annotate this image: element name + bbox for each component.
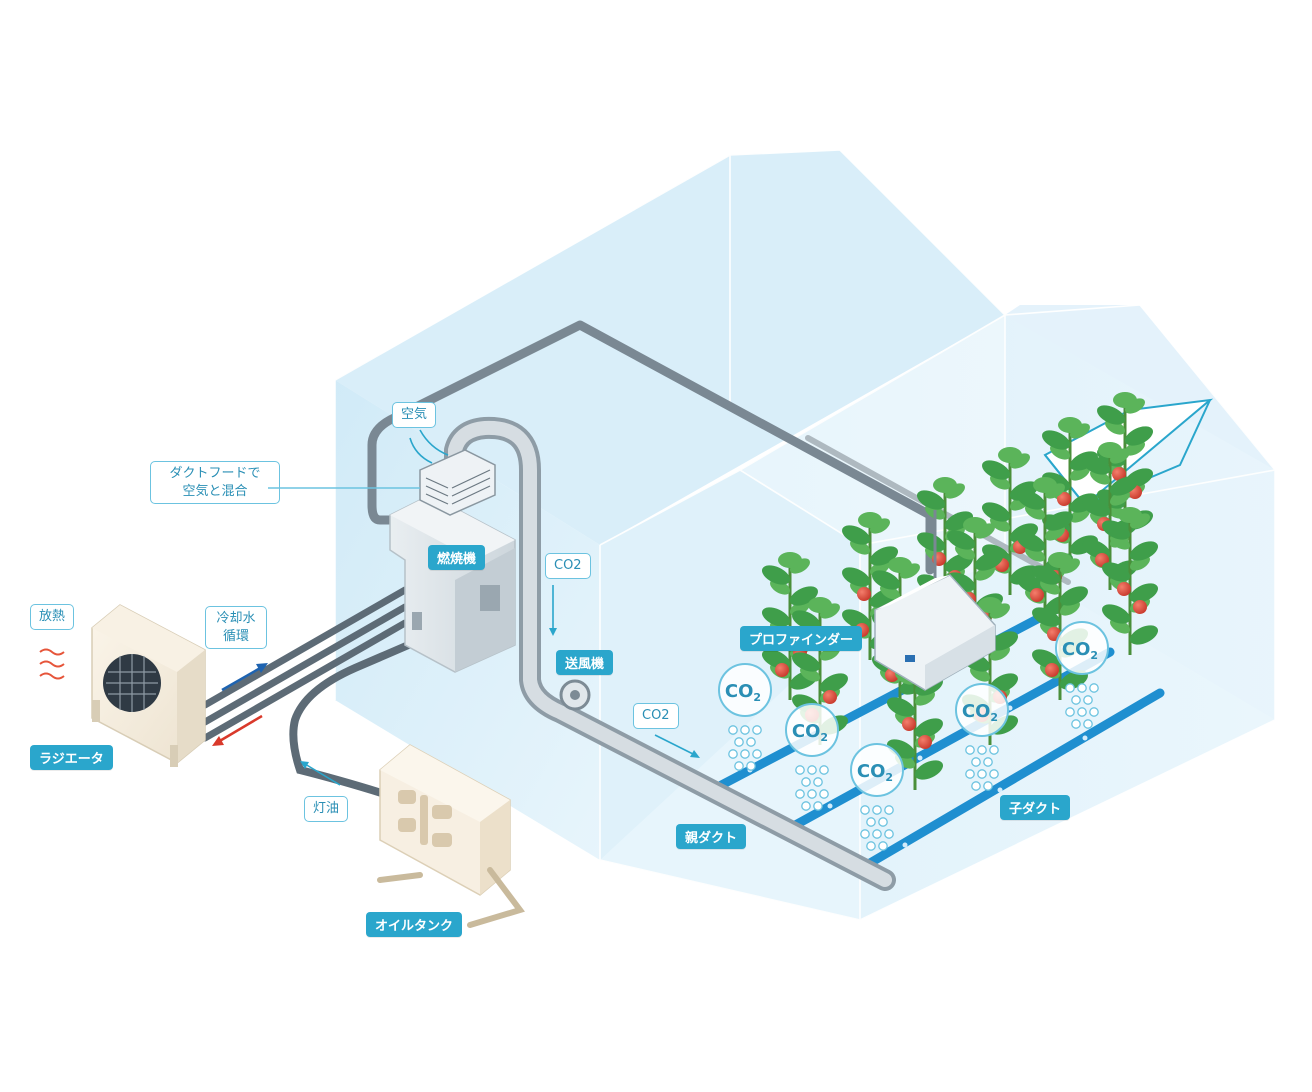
co2-bubble-text: CO2: [857, 761, 893, 784]
co2-bubble-text: CO2: [725, 681, 761, 704]
burner-label: 燃焼機: [428, 545, 486, 570]
duct-hood-note: ダクトフードで 空気と混合: [150, 461, 280, 505]
air-return-pipe: [367, 320, 935, 575]
tomato-fruit: [1112, 467, 1126, 481]
tomato-fruit: [1045, 663, 1059, 677]
tomato-fruit: [1057, 492, 1071, 506]
tomato-fruit: [902, 717, 916, 731]
sub-duct-label: 子ダクト: [1000, 795, 1071, 820]
burner-unit: [389, 449, 516, 673]
coolant-pipes: [201, 586, 409, 742]
oil-tank-unit: [377, 744, 525, 928]
kerosene-note: 灯油: [304, 796, 349, 822]
profinder-label: プロファインダー: [740, 626, 863, 651]
duct-hood-note-line1: ダクトフードで: [169, 466, 261, 481]
air-arrows: [409, 429, 449, 464]
oil-tank-label: オイルタンク: [366, 912, 463, 937]
tomato-fruit: [1133, 600, 1147, 614]
greenhouse-roof-back-left: [335, 150, 1005, 545]
co2-bubble-text: CO2: [1062, 639, 1098, 662]
radiator-label: ラジエータ: [30, 745, 113, 770]
tank-symbol-icon: [398, 790, 452, 847]
co2-bubble-text: CO2: [962, 701, 998, 724]
blower-label: 送風機: [556, 650, 614, 675]
tomato-fruit: [775, 663, 789, 677]
heat-release-note: 放熱: [30, 604, 75, 630]
co2-bubble: CO2: [1055, 621, 1109, 729]
tomato-fruit: [918, 735, 932, 749]
air-note: 空気: [392, 402, 437, 428]
heat-waves-icon: [39, 648, 65, 680]
coolant-flow-arrows: [212, 663, 268, 746]
tomato-fruit: [1030, 588, 1044, 602]
co2-note-lower: CO2: [633, 703, 679, 729]
co2-bubble: CO2: [955, 683, 1009, 791]
sub-duct-line: [860, 688, 1165, 871]
tomato-fruit: [1117, 582, 1131, 596]
co2-bubble: CO2: [850, 743, 904, 851]
tomato-fruit: [823, 690, 837, 704]
coolant-note-line2: 循環: [222, 628, 249, 644]
sub-duct-line: [785, 647, 1115, 833]
duct-hood-note-line2: 空気と混合: [182, 483, 248, 499]
duct-system: [444, 416, 1165, 891]
co2-note-upper: CO2: [545, 553, 591, 579]
tomato-plant: [1101, 507, 1159, 655]
radiator-unit: [91, 604, 206, 767]
kerosene-pipe: [289, 636, 424, 799]
kerosene-flow-arrow: [300, 761, 341, 786]
co2-bubble-text: CO2: [792, 721, 828, 744]
co2-flow-arrows: [549, 585, 700, 758]
tomato-fruit: [857, 587, 871, 601]
coolant-note-line1: 冷却水: [216, 611, 256, 626]
co2-bubble: CO2: [785, 703, 839, 811]
main-duct-label: 親ダクト: [676, 824, 747, 849]
profinder-device: [874, 510, 996, 691]
co2-bubble: CO2: [718, 663, 772, 771]
coolant-note: 冷却水 循環: [205, 606, 267, 650]
